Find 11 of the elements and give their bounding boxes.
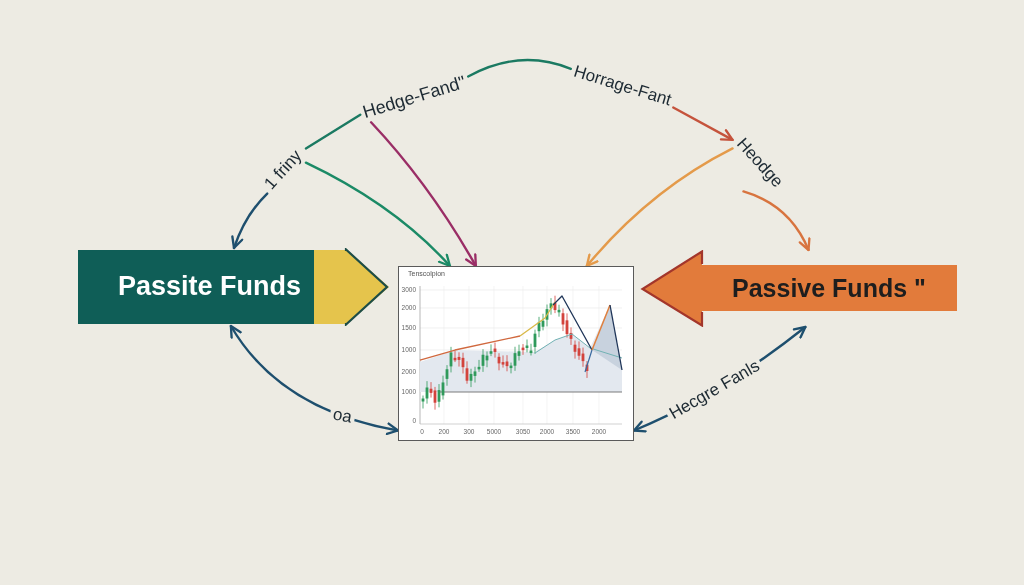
- arrow: [231, 192, 269, 250]
- arrow: [304, 161, 452, 268]
- arrow: [672, 106, 734, 142]
- arrow: [229, 324, 400, 435]
- arrow: [369, 121, 478, 268]
- arrow-label: Passite Funds: [118, 272, 302, 302]
- arrow: [742, 190, 811, 252]
- arrow-label: Passive Funds ": [732, 275, 926, 303]
- connector-line: [304, 113, 362, 150]
- arrow: [585, 147, 734, 268]
- connector-line: [466, 58, 573, 78]
